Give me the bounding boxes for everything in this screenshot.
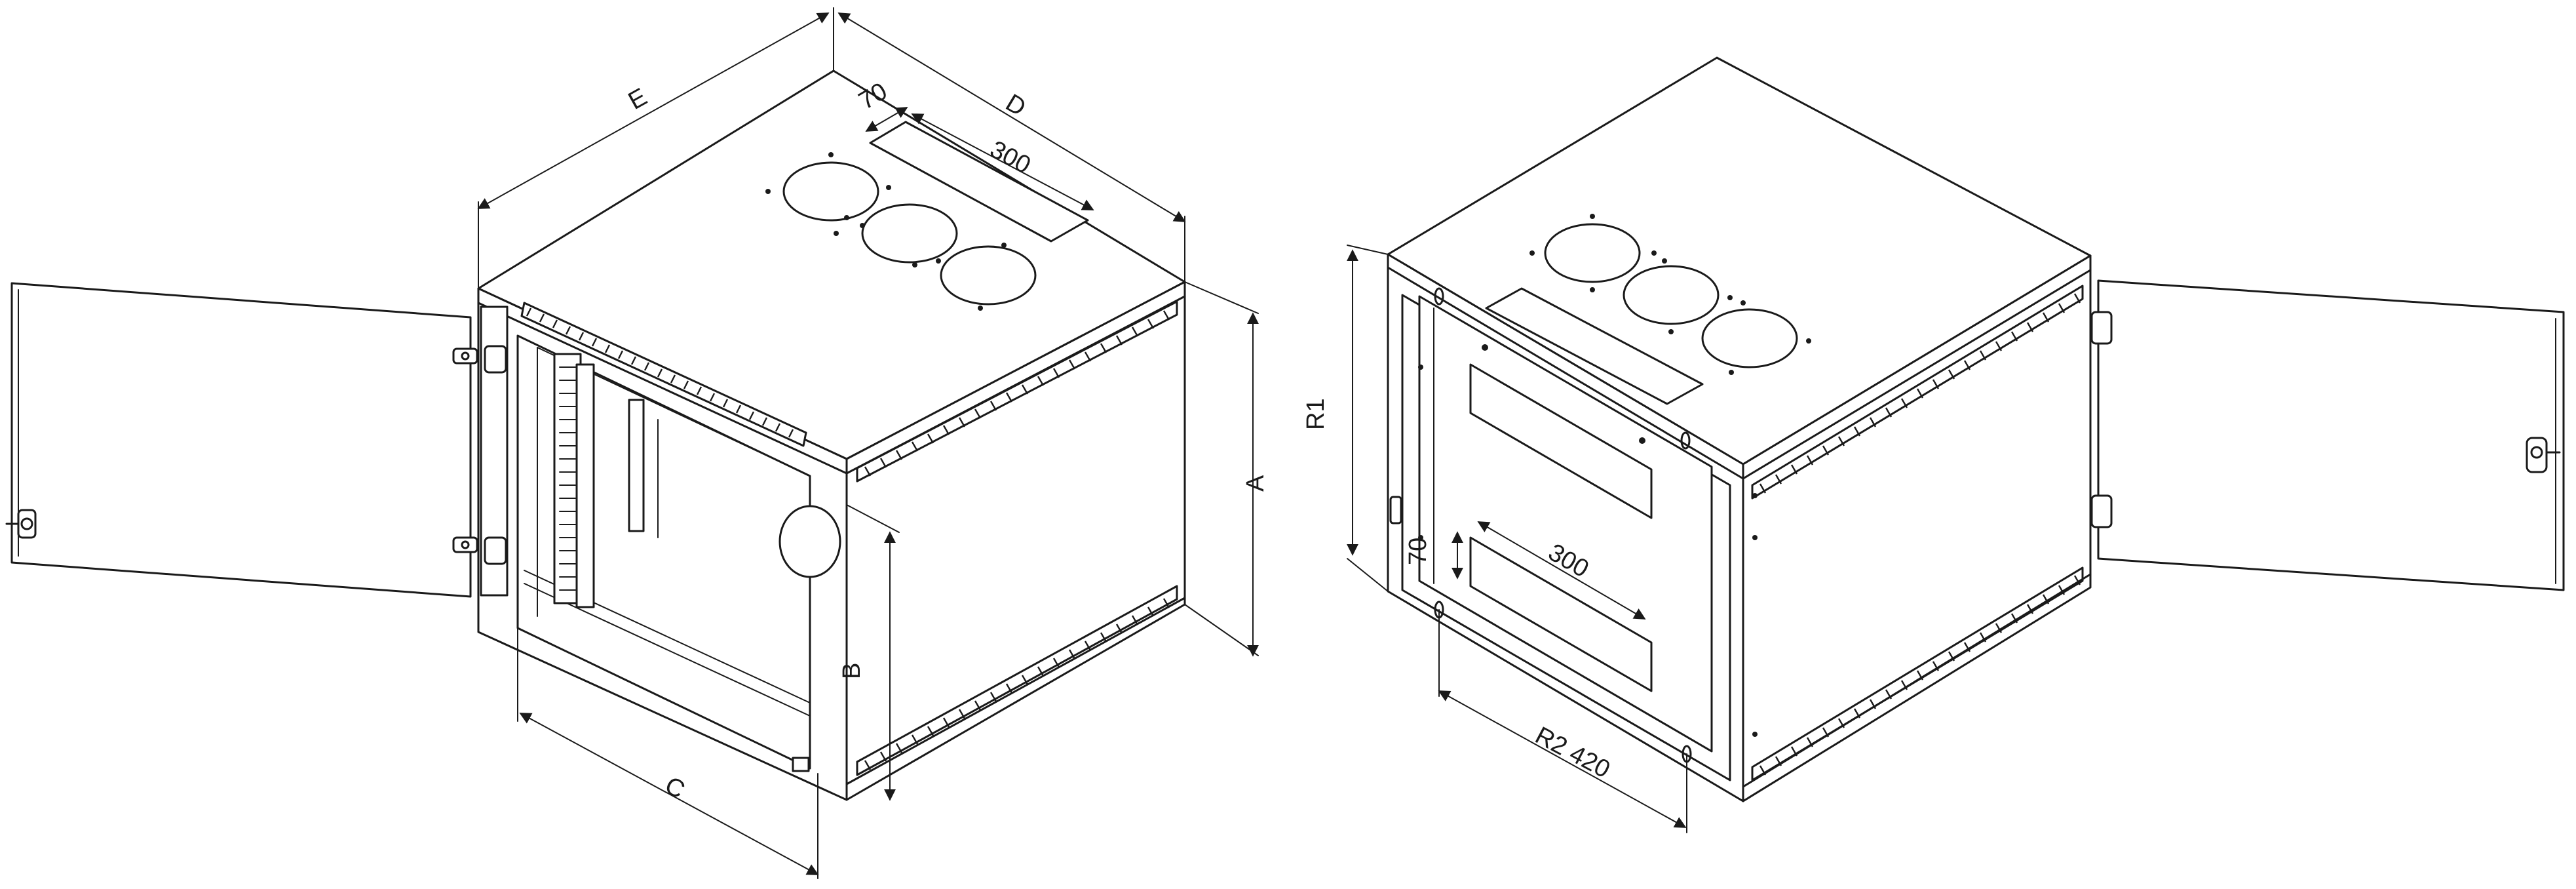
side-bottom-vent xyxy=(845,585,1186,785)
left-cabinet-view: E D 300 70 A B C xyxy=(5,7,1269,879)
open-front-interior xyxy=(480,306,841,772)
dim-label-R1: R1 xyxy=(1302,398,1330,430)
right-door-hinge-icon xyxy=(2090,311,2113,528)
dim-label-C: C xyxy=(661,772,689,804)
right-side-bottom-vent xyxy=(1742,566,2092,788)
right-side-top-vent xyxy=(1751,285,2084,500)
door-lock-icon xyxy=(5,509,37,539)
left-open-door xyxy=(5,282,478,598)
right-top-cable-holes xyxy=(1529,214,1811,375)
right-cabinet-view: R1 R2 420 300 70 xyxy=(1302,56,2565,833)
dim-label-D: D xyxy=(1001,89,1030,122)
right-door-lock-icon xyxy=(2526,437,2561,473)
upper-cable-slot xyxy=(1469,363,1653,519)
dim-label-70-front: 70 xyxy=(1404,538,1432,565)
right-open-door xyxy=(2090,279,2565,591)
right-mounting-rail xyxy=(575,363,645,608)
front-top-vent xyxy=(520,302,807,447)
door-hinge-icon xyxy=(452,347,478,553)
glass-door-frame xyxy=(480,306,509,597)
side-top-vent xyxy=(856,300,1178,483)
dim-label-A: A xyxy=(1242,475,1269,492)
dim-label-B: B xyxy=(838,663,866,679)
dim-label-E: E xyxy=(624,83,652,115)
dim-label-R2: R2 420 xyxy=(1531,722,1615,784)
right-top-cable-slot xyxy=(1485,287,1704,405)
